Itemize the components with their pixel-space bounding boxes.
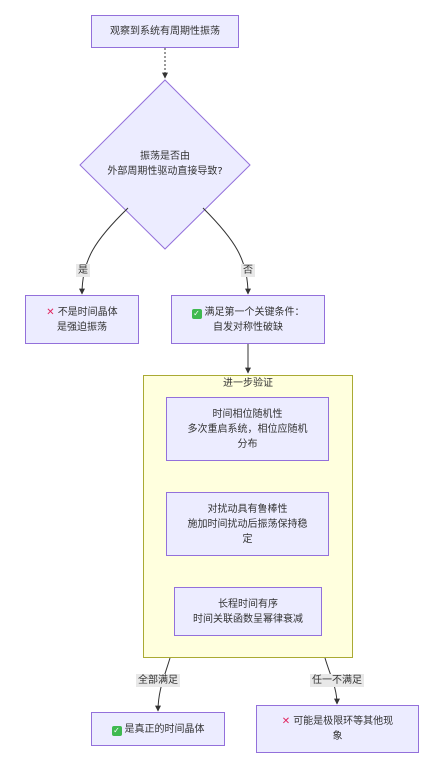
first-cond-line2: 自发对称性破缺 (213, 321, 283, 333)
long-range-order-label: 长程时间有序 时间关联函数呈幂律衰减 (193, 598, 303, 625)
edge-decision-forced (79, 207, 129, 295)
decision-diamond (79, 79, 251, 250)
edge-decision-firstcond (202, 207, 251, 295)
check-mark-icon: ✓ (191, 308, 202, 319)
phase-randomness-label: 时间相位随机性 多次重启系统，相位应随机 分布 (187, 408, 308, 450)
forced-oscillation-node: ✕不是时间晶体 是强迫振荡 (25, 295, 139, 344)
cross-mark-icon: ✕ (46, 306, 55, 318)
other-label: 可能是极限环等其他现 象 (293, 716, 394, 742)
first-cond-line1: 满足第一个关键条件： (204, 306, 305, 318)
edge-label-no: 否 (241, 264, 255, 277)
forced-label-line1: 不是时间晶体 (57, 306, 118, 318)
edge-label-yes: 是 (76, 264, 90, 277)
edge-label-all-met: 全部满足 (136, 674, 180, 687)
phase-randomness-node: 时间相位随机性 多次重启系统，相位应随机 分布 (166, 397, 329, 461)
first-condition-node: ✓满足第一个关键条件： 自发对称性破缺 (171, 295, 325, 344)
edge-label-any-unmet: 任一不满足 (310, 674, 364, 687)
forced-label-line2: 是强迫振荡 (56, 321, 107, 333)
cluster-title: 进一步验证 (223, 378, 273, 389)
check-mark-icon: ✓ (111, 725, 122, 736)
observe-node: 观察到系统有周期性振荡 (91, 15, 239, 48)
cross-mark-icon: ✕ (281, 716, 291, 727)
long-range-order-node: 长程时间有序 时间关联函数呈幂律衰减 (174, 587, 322, 636)
true-crystal-label: 是真正的时间晶体 (124, 723, 205, 735)
other-phenomenon-node: ✕可能是极限环等其他现 象 (256, 705, 419, 753)
decision-label: 振荡是否由 外部周期性驱动直接导致? (107, 151, 223, 177)
observe-label: 观察到系统有周期性振荡 (110, 26, 220, 37)
robustness-node: 对扰动具有鲁棒性 施加时间扰动后振荡保持稳 定 (166, 492, 329, 556)
true-time-crystal-node: ✓是真正的时间晶体 (91, 712, 225, 746)
robustness-label: 对扰动具有鲁棒性 施加时间扰动后振荡保持稳 定 (187, 503, 308, 545)
